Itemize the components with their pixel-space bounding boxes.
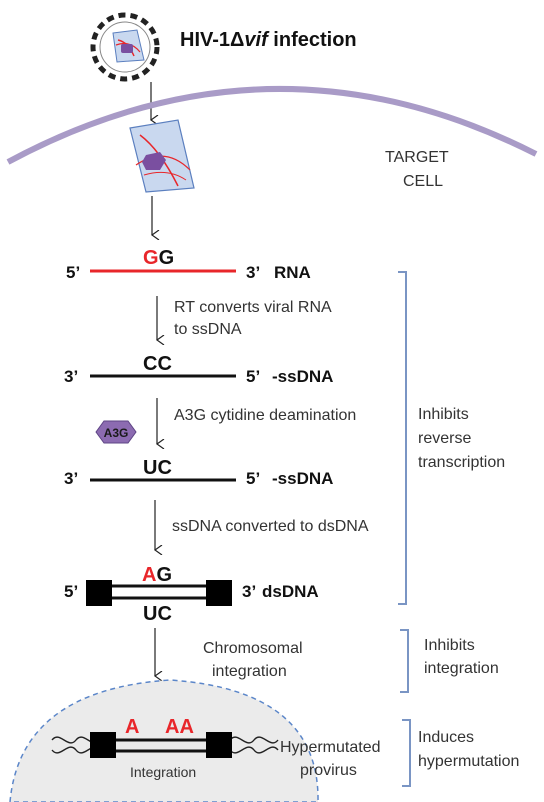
effect-hyper-1: Induces [418,729,474,746]
provirus-label-2: provirus [300,762,357,779]
dsdna-top-bases: AG [142,564,172,586]
step1-text-2: to ssDNA [174,321,242,338]
svg-text:A3G: A3G [104,426,129,440]
ssdna1-label: -ssDNA [272,367,333,386]
mutation-aa: AA [165,716,194,738]
a3g-badge: A3G [95,420,137,444]
ssdna2-label: -ssDNA [272,469,333,488]
ssdna1-bases: CC [143,353,172,375]
effect-integ-1: Inhibits [424,637,475,654]
dsdna-bottom-bases: UC [143,603,172,625]
target-cell-label: TARGET [385,149,449,166]
provirus-label: Hypermutated [280,739,381,756]
effect-hyper-2: hypermutation [418,753,519,770]
chromosome-dna [51,732,279,758]
title: HIV-1Δvif infection [180,29,357,51]
dsdna-5prime: 5’ [64,582,78,601]
rna-label: RNA [274,263,311,282]
step4-text: Chromosomal [203,640,303,657]
dsdna-3prime: 3’ [242,582,256,601]
effect-rt-3: transcription [418,454,505,471]
integration-label: Integration [130,764,196,780]
ssdna2-bases: UC [143,457,172,479]
ssdna2-3prime: 3’ [64,469,78,488]
effect-rt-1: Inhibits [418,406,469,423]
target-cell-label-2: CELL [403,173,443,190]
bracket-rt [398,271,407,605]
ssdna1-3prime: 3’ [64,367,78,386]
virus-particle-icon [90,12,160,82]
step1-text: RT converts viral RNA [174,299,332,316]
step4-text-2: integration [212,663,287,680]
ssdna1-5prime: 5’ [246,367,260,386]
step2-text: A3G cytidine deamination [174,407,356,424]
capsid-icon [129,119,195,193]
rna-3prime: 3’ [246,263,260,282]
cell-membrane [6,86,538,165]
ssdna2-5prime: 5’ [246,469,260,488]
bracket-integration [400,629,409,693]
bracket-hypermutation [402,719,411,787]
rna-bases: GG [143,247,174,269]
mutation-a: A [125,716,139,738]
rna-5prime: 5’ [66,263,80,282]
effect-rt-2: reverse [418,430,471,447]
effect-integ-2: integration [424,660,499,677]
step3-text: ssDNA converted to dsDNA [172,518,369,535]
dsdna-label: dsDNA [262,582,319,601]
dsdna-molecule [86,580,232,606]
